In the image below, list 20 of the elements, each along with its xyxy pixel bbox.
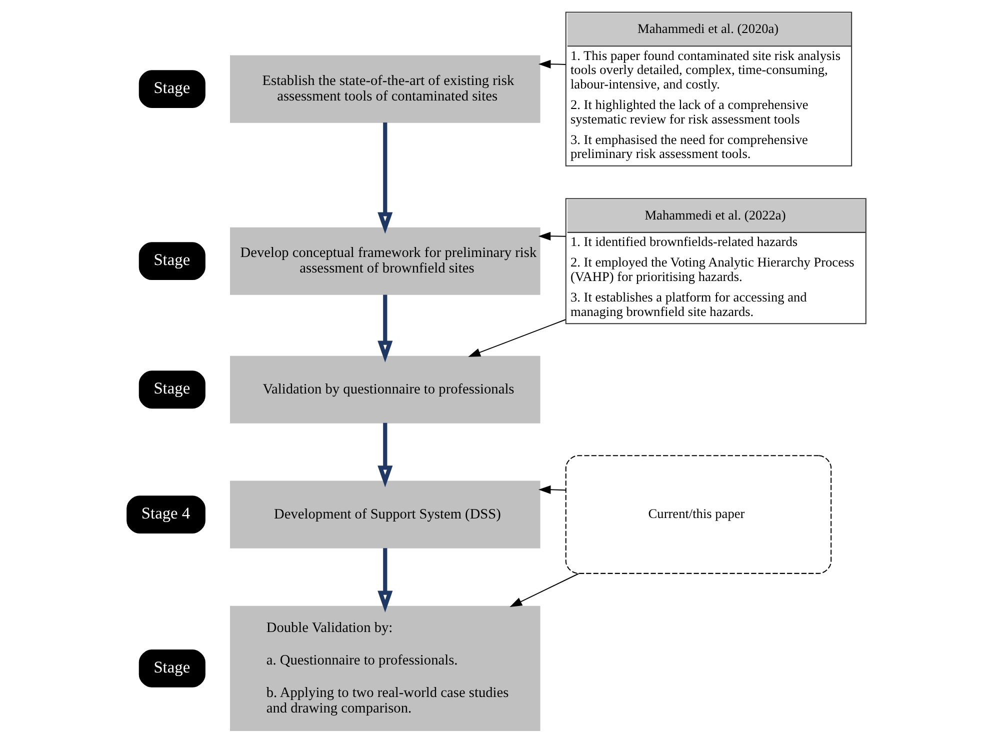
arrow: [377, 122, 392, 234]
arrow: [509, 573, 578, 608]
node-box: Double Validation by: a. Questionnaire to professionals. b. Applying to two real-world case studies and drawing comparison.: [230, 606, 540, 732]
node-box: Stage: [138, 650, 205, 688]
node-box: Stage 4: [126, 496, 205, 534]
arrow: [377, 548, 392, 612]
node-box: Validation by questionnaire to professionals: [230, 356, 540, 424]
node-box: Stage: [138, 70, 205, 108]
arrow: [468, 319, 566, 357]
arrow: [377, 422, 392, 488]
node-box: Establish the state-of-the-art of existing risk assessment tools of contaminated sites: [230, 55, 540, 123]
arrow: [538, 232, 566, 240]
node-box: Develop conceptual framework for preliminary risk assessment of brownfield sites: [230, 227, 540, 295]
node-box: Stage: [138, 370, 205, 409]
node-box: Development of Support System (DSS): [230, 480, 540, 548]
arrow: [538, 485, 566, 494]
arrow: [377, 294, 392, 362]
node-box: Current/this paper: [564, 455, 832, 574]
node-box: Stage: [138, 242, 205, 280]
arrow: [538, 60, 566, 68]
